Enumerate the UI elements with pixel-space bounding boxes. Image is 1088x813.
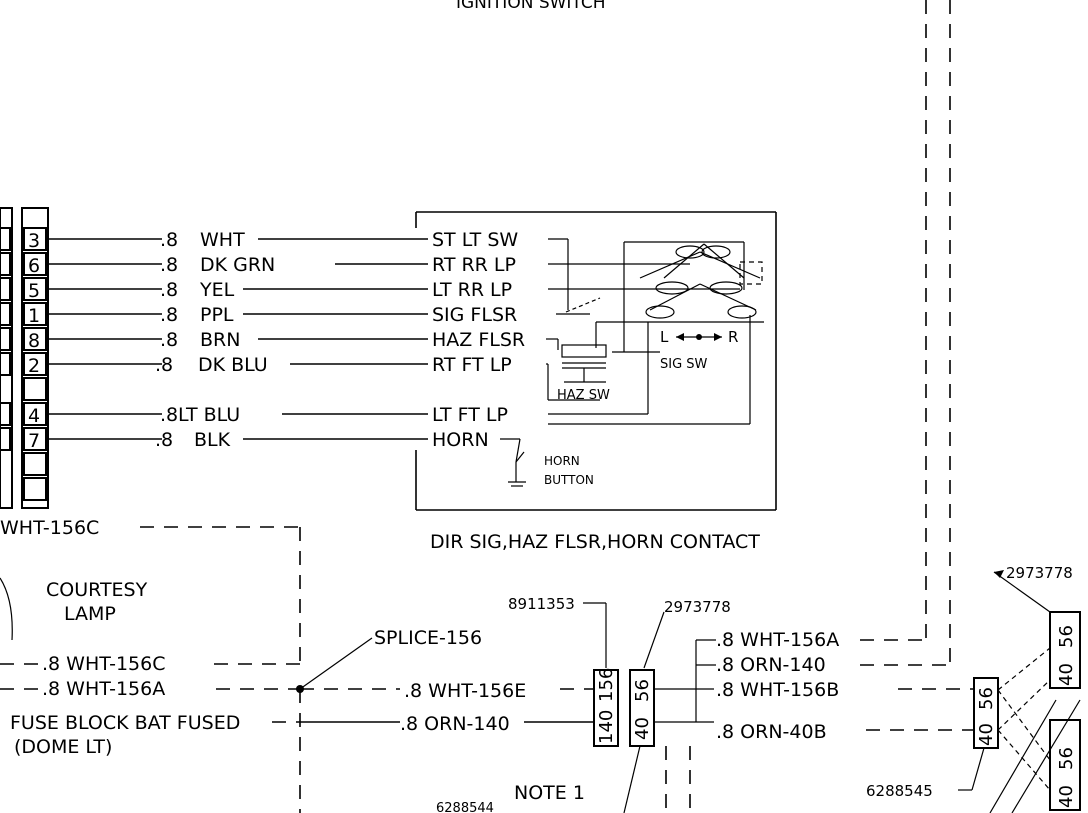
far-right-connector-bottom: 40 56	[1049, 719, 1081, 811]
pin-label: 1	[28, 305, 40, 327]
wire-gauge: .8	[160, 229, 178, 251]
splice-leader	[299, 637, 373, 690]
switch-internals: R --> L R	[546, 238, 764, 425]
ignition-switch-label: IGNITION SWITCH	[456, 0, 605, 13]
part-8911353-label: 8911353	[508, 595, 575, 613]
terminal-label: RT RR LP	[432, 254, 516, 276]
sig-sw-label: SIG SW	[660, 357, 708, 372]
wht-156a-label: .8 WHT-156A	[42, 678, 165, 700]
right-orn-140-label: .8 ORN-140	[716, 654, 826, 676]
wht-156e-label: .8 WHT-156E	[404, 680, 526, 702]
pin-label: 7	[28, 430, 40, 452]
part-6288545-label: 6288545	[866, 782, 933, 800]
part-2973778-b-label: 2973778	[1006, 564, 1073, 582]
sig-sw-right-letter: R	[728, 328, 738, 346]
partial-connector-pins	[0, 227, 11, 451]
wire-color: PPL	[200, 304, 234, 326]
part-2973778-a-label: 2973778	[664, 598, 731, 616]
pin-label: 6	[28, 255, 40, 277]
wire-gauge: .8	[155, 429, 173, 451]
courtesy-lamp-label-1: COURTESY	[46, 579, 148, 601]
horn-button-label-1: HORN	[544, 454, 580, 468]
terminal-label: RT FT LP	[432, 354, 512, 376]
horn-button-label-2: BUTTON	[544, 473, 594, 487]
orn-140-left-label: .8 ORN-140	[400, 713, 510, 735]
center-connector-2: 40 56	[629, 669, 655, 747]
wire-gauge: .8	[155, 354, 173, 376]
part-6288544-label: 6288544	[436, 801, 494, 813]
wire-color: DK BLU	[198, 354, 268, 376]
conn-label: 40	[976, 723, 997, 746]
pin-label: 5	[28, 280, 40, 302]
haz-sw-label: HAZ SW	[557, 388, 610, 403]
courtesy-lamp-label-2: LAMP	[64, 603, 116, 625]
fuse-block-label-1: FUSE BLOCK BAT FUSED	[10, 712, 240, 734]
wire-color: BRN	[200, 329, 240, 351]
pin-label: 3	[28, 230, 40, 252]
conn-label: 56	[1056, 747, 1077, 770]
conn-label: 140	[596, 710, 617, 744]
right-wht-156a-label: .8 WHT-156A	[716, 629, 839, 651]
conn-label: 40	[632, 717, 653, 740]
conn-label: 156	[596, 668, 617, 702]
conn-label: 56	[632, 679, 653, 702]
part-2973778-b-leader	[993, 571, 1051, 613]
note-1-label: NOTE 1	[514, 782, 585, 804]
center-connector-1: 140 156	[593, 668, 619, 747]
wire-gauge: .8	[160, 404, 178, 426]
connector-pins: 3 6 5 1 8 2 4 7	[23, 227, 47, 501]
wire-color: BLK	[194, 429, 231, 451]
part-2973778-a-leader	[643, 611, 665, 669]
courtesy-lamp-outline	[0, 577, 13, 641]
far-right-connector-top: 40 56	[1049, 611, 1081, 689]
part-2973778-b-arrow	[994, 570, 1004, 578]
wire-lines	[46, 238, 428, 440]
splice-label: SPLICE-156	[374, 627, 482, 649]
wire-color: YEL	[199, 279, 235, 301]
pin-label: 4	[28, 405, 40, 427]
conn-label: 56	[976, 687, 997, 710]
lower-wire-1	[623, 745, 641, 813]
wire-gauge: .8	[160, 304, 178, 326]
wire-gauge: .8	[160, 254, 178, 276]
conn-label: 56	[1056, 625, 1077, 648]
terminal-labels: ST LT SW RT RR LP LT RR LP SIG FLSR HAZ …	[432, 229, 525, 451]
terminal-label: SIG FLSR	[432, 304, 517, 326]
switch-box	[415, 211, 777, 511]
far-right-crossing-wires	[989, 647, 1081, 813]
wire-color: WHT	[200, 229, 245, 251]
pin-label: 8	[28, 330, 40, 352]
fuse-block-label-2: (DOME LT)	[14, 736, 112, 758]
horn-button-symbol	[500, 438, 526, 487]
conn-label: 40	[1056, 663, 1077, 686]
terminal-label: HAZ FLSR	[432, 329, 525, 351]
terminal-label: ST LT SW	[432, 229, 518, 251]
part-6288545-leader	[971, 747, 985, 791]
wire-gauge: .8	[160, 329, 178, 351]
right-connector: 40 56	[973, 677, 999, 749]
right-wht-156b-label: .8 WHT-156B	[716, 679, 839, 701]
terminal-label: LT RR LP	[432, 279, 512, 301]
sig-sw-left-letter: L	[660, 328, 669, 346]
terminal-label: LT FT LP	[432, 404, 508, 426]
right-orn-40b-label: .8 ORN-40B	[716, 721, 827, 743]
terminal-label: HORN	[432, 429, 489, 451]
wht-156c-label: .8 WHT-156C	[42, 653, 166, 675]
conn-label: 40	[1056, 785, 1077, 808]
switch-box-caption: DIR SIG,HAZ FLSR,HORN CONTACT	[430, 531, 760, 553]
pin-label: 2	[28, 355, 40, 377]
wire-labels: .8 WHT .8 DK GRN .8 YEL .8 PPL .8 BRN .8…	[155, 229, 275, 451]
wire-gauge: .8	[160, 279, 178, 301]
wht-156c-top-label: WHT-156C	[0, 517, 99, 539]
wire-color: LT BLU	[178, 404, 240, 426]
wire-color: DK GRN	[200, 254, 275, 276]
